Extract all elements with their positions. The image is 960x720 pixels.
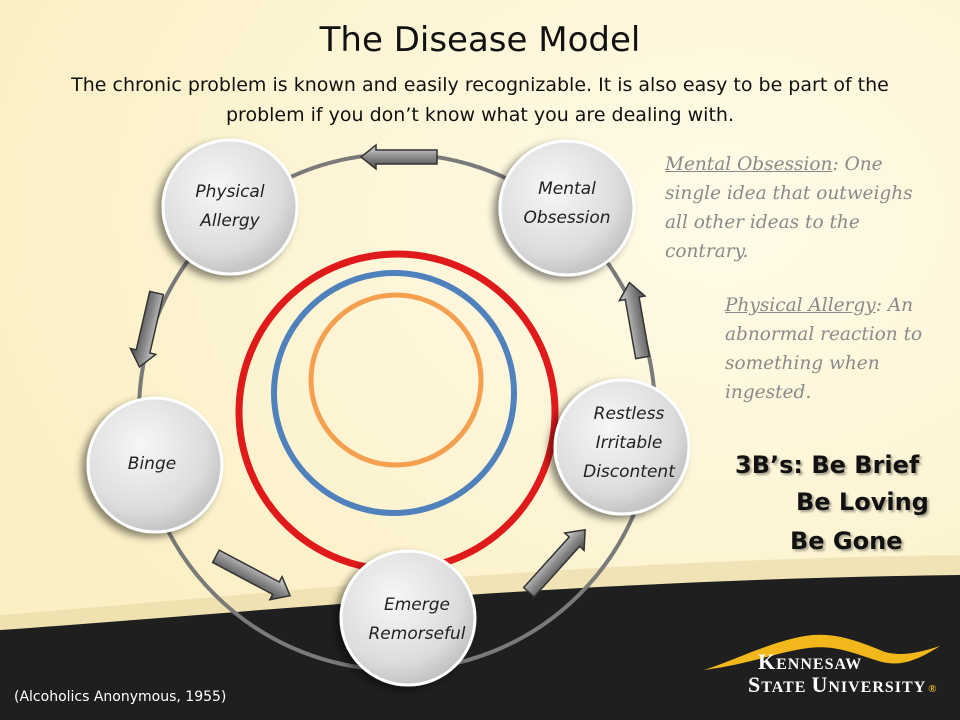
logo-mountain-icon — [704, 634, 940, 670]
definition-term: Mental Obsession — [665, 154, 833, 175]
outer-ring — [235, 250, 559, 574]
node-binge — [86, 396, 224, 534]
logo-line-1: KENNESAW — [758, 649, 863, 674]
node-physical-allergy — [161, 138, 299, 276]
definition-text: : One single idea that outweighs all oth… — [665, 154, 913, 262]
logo-line-2: STATE UNIVERSITY® — [748, 672, 938, 697]
three-bs-line-1: 3B’s: Be Brief — [735, 451, 920, 479]
arrow-lower-right — [522, 528, 586, 598]
inner-ring — [308, 292, 484, 468]
definition-physical-allergy: Physical Allergy: An abnormal reaction t… — [725, 291, 950, 407]
slide-subtitle: The chronic problem is known and easily … — [71, 74, 889, 126]
arrow-upper-left — [129, 290, 165, 369]
node-emerge-remorseful — [339, 549, 477, 687]
arrow-lower-left — [211, 549, 292, 601]
slide-title: The Disease Model — [319, 20, 641, 60]
node-restless — [553, 378, 691, 516]
middle-ring — [271, 270, 517, 516]
node-label-binge: Binge — [127, 453, 177, 474]
arrow-right — [617, 281, 651, 360]
definition-term: Physical Allergy — [725, 295, 876, 316]
three-bs-line-2: Be Loving — [796, 488, 929, 516]
definition-text: : An abnormal reaction to something when… — [725, 295, 923, 403]
citation: (Alcoholics Anonymous, 1955) — [14, 689, 227, 705]
node-mental-obsession — [498, 139, 636, 277]
three-bs-line-3: Be Gone — [790, 527, 903, 555]
university-logo: KENNESAW STATE UNIVERSITY® — [700, 628, 950, 702]
definition-mental-obsession: Mental Obsession: One single idea that o… — [665, 150, 940, 266]
arrow-top — [359, 143, 438, 171]
